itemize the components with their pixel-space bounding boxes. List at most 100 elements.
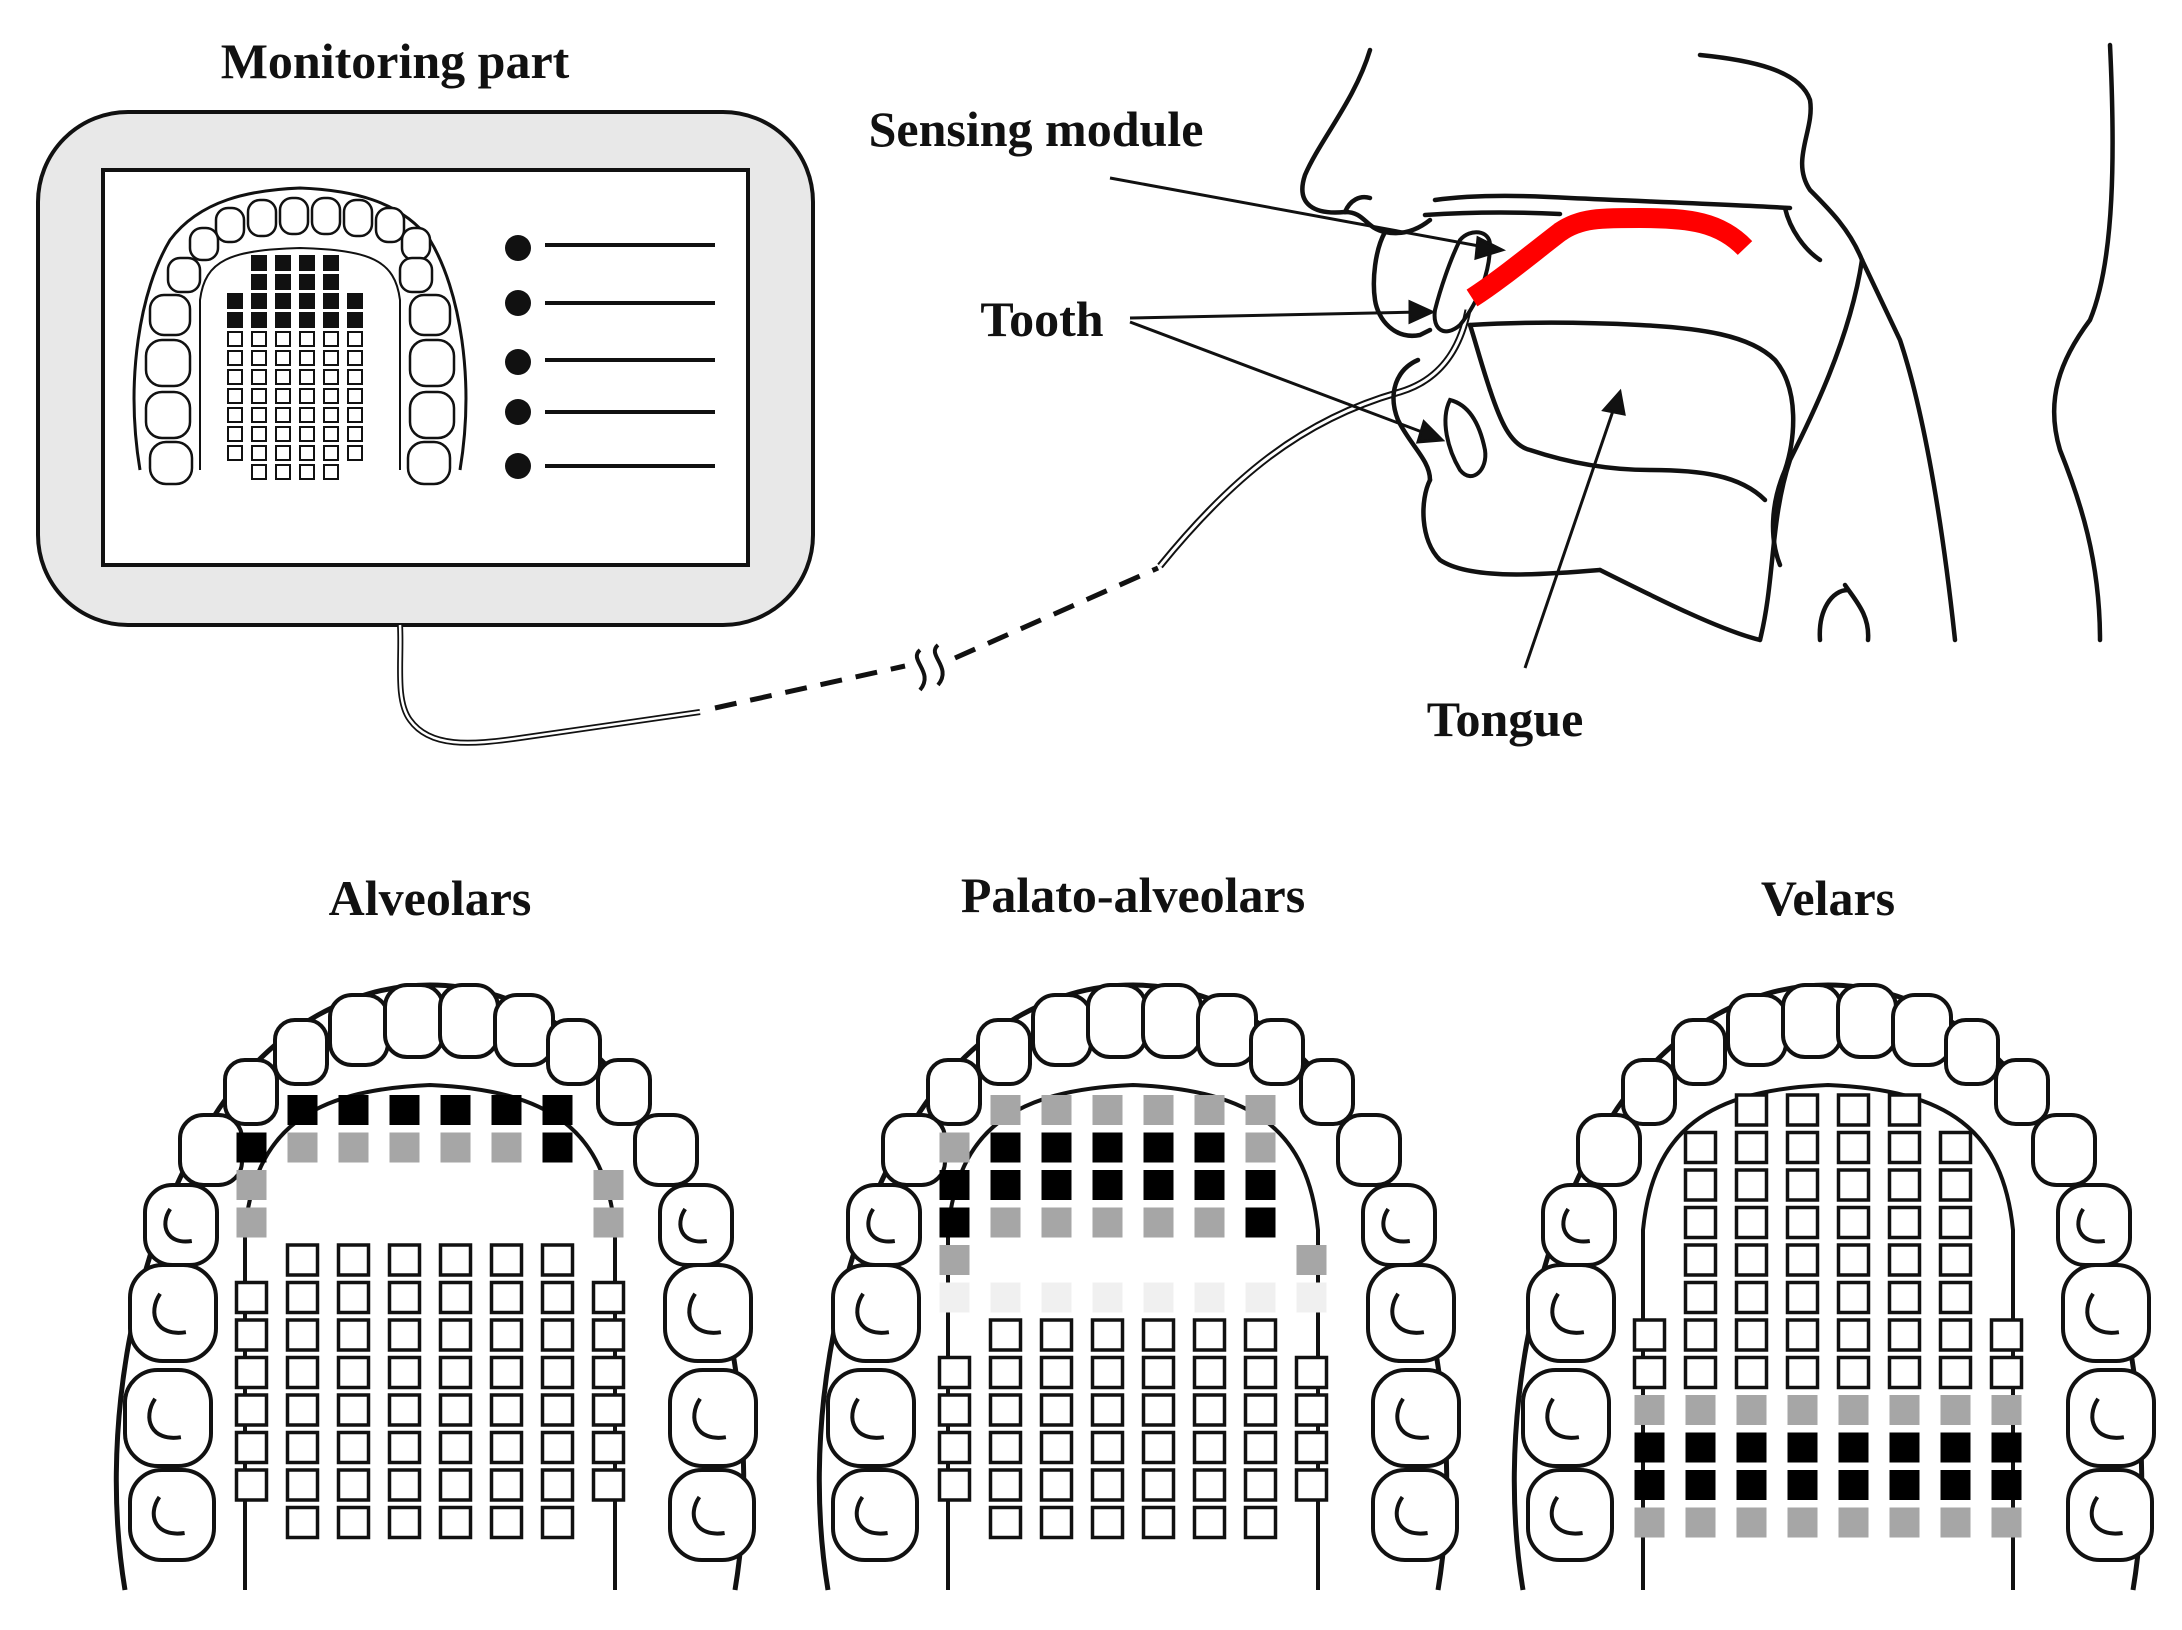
tooth-groove — [1390, 1292, 1425, 1335]
legend-dot-1 — [505, 235, 531, 261]
mini-sensor-cell — [227, 369, 243, 385]
sensor-cell — [1785, 1130, 1820, 1165]
tooth — [493, 993, 555, 1067]
sensor-cell — [1683, 1243, 1718, 1277]
sensor-cell — [1245, 1207, 1276, 1238]
tooth — [1671, 1018, 1727, 1086]
sensor-cell — [438, 1355, 473, 1390]
sensor-cell — [1245, 1132, 1276, 1163]
sensor-cell — [1683, 1280, 1718, 1315]
sensor-cell — [1141, 1468, 1176, 1502]
sensor-cell — [1039, 1505, 1074, 1540]
monitoring-part: Monitoring part — [36, 33, 815, 627]
mini-sensor-cell — [299, 426, 315, 442]
sensor-cell — [1940, 1507, 1971, 1538]
mini-sensor-cell — [227, 312, 243, 328]
mini-sensor-cell — [323, 426, 339, 442]
mini-sensor-cell — [275, 464, 291, 480]
sensor-cell — [1041, 1132, 1072, 1163]
sensor-cell — [988, 1355, 1023, 1390]
mini-sensor-cell — [227, 426, 243, 442]
tooth-groove — [866, 1207, 896, 1244]
sensor-cell — [1734, 1243, 1769, 1277]
sensor-cell — [1634, 1470, 1665, 1500]
mini-sensor-cell — [251, 331, 267, 347]
mini-sensor-cell — [323, 350, 339, 366]
sensor-cell — [542, 1132, 573, 1163]
sensor-cell — [1836, 1093, 1871, 1127]
sensor-cell — [489, 1280, 524, 1315]
tooth — [668, 1468, 756, 1562]
sensor-cell — [1836, 1205, 1871, 1240]
sensor-cell — [234, 1355, 269, 1390]
sensor-cell — [1294, 1393, 1329, 1427]
sensor-cell — [387, 1430, 422, 1465]
sensor-cell — [1736, 1470, 1767, 1500]
palatogram-alveolars — [113, 982, 758, 1591]
panel-title-palato-alveolars: Palato-alveolars — [961, 867, 1305, 923]
sensor-cell — [540, 1430, 575, 1465]
sensor-cell — [1836, 1130, 1871, 1165]
tooth-groove — [678, 1207, 708, 1244]
sensor-cell — [540, 1280, 575, 1315]
sensor-cell — [489, 1355, 524, 1390]
sensor-cell — [438, 1468, 473, 1502]
sensor-cell — [1991, 1395, 2022, 1425]
mini-sensor-cell — [347, 331, 363, 347]
sensor-cell — [1092, 1170, 1123, 1200]
sensor-cell — [540, 1318, 575, 1352]
mini-sensor-cell — [323, 464, 339, 480]
sensor-cell — [1632, 1355, 1667, 1390]
sensor-cell — [1192, 1318, 1227, 1352]
mini-sensor-cell — [251, 407, 267, 423]
sensor-cell — [285, 1280, 320, 1315]
palatogram-velars — [1511, 982, 2156, 1591]
mini-sensor-cell — [347, 312, 363, 328]
tooth — [1371, 1368, 1461, 1468]
tooth — [2031, 1113, 2097, 1187]
sensor-cell — [1838, 1432, 1869, 1463]
sensor-cell — [236, 1132, 267, 1163]
sensor-cell — [988, 1430, 1023, 1465]
tooth — [658, 1183, 734, 1267]
tooth — [128, 1263, 218, 1363]
sensor-cell — [1294, 1355, 1329, 1390]
sensor-cell — [1090, 1430, 1125, 1465]
sensor-cell — [1041, 1282, 1072, 1313]
tooth-groove — [1561, 1207, 1591, 1244]
sensor-cell — [939, 1132, 970, 1163]
sensor-cell — [1991, 1507, 2022, 1538]
sensor-cell — [1887, 1243, 1922, 1277]
sensor-cell — [591, 1393, 626, 1427]
tooth — [1836, 983, 1898, 1059]
sensor-cell — [285, 1505, 320, 1540]
sensor-cell — [1243, 1355, 1278, 1390]
tooth — [1521, 1368, 1611, 1468]
sensor-cell — [1785, 1243, 1820, 1277]
palatogram-palato-alveolars — [816, 982, 1461, 1591]
sensor-cell — [438, 1393, 473, 1427]
tooth — [826, 1368, 916, 1468]
sensor-cell — [1243, 1430, 1278, 1465]
sensor-cell — [491, 1132, 522, 1163]
sensor-cell — [1192, 1393, 1227, 1427]
sensor-cell — [336, 1505, 371, 1540]
sensor-cell — [1836, 1168, 1871, 1202]
panel-title-velars: Velars — [1761, 870, 1895, 926]
tooth-groove — [1550, 1292, 1585, 1335]
tooth — [383, 983, 445, 1059]
sensor-cell — [438, 1505, 473, 1540]
mini-sensor-cell — [299, 255, 315, 271]
sensor-cell — [1090, 1468, 1125, 1502]
sensor-cell — [1991, 1470, 2022, 1500]
sensor-cell — [1141, 1355, 1176, 1390]
sensor-cell — [1039, 1355, 1074, 1390]
tooth — [273, 1018, 329, 1086]
sensor-cell — [1938, 1243, 1973, 1277]
sensor-cell — [990, 1170, 1021, 1200]
sensor-cell — [1889, 1470, 1920, 1500]
sensor-cell — [1734, 1168, 1769, 1202]
sensor-cell — [1887, 1318, 1922, 1352]
sensor-cell — [1887, 1355, 1922, 1390]
sensor-cell — [336, 1468, 371, 1502]
